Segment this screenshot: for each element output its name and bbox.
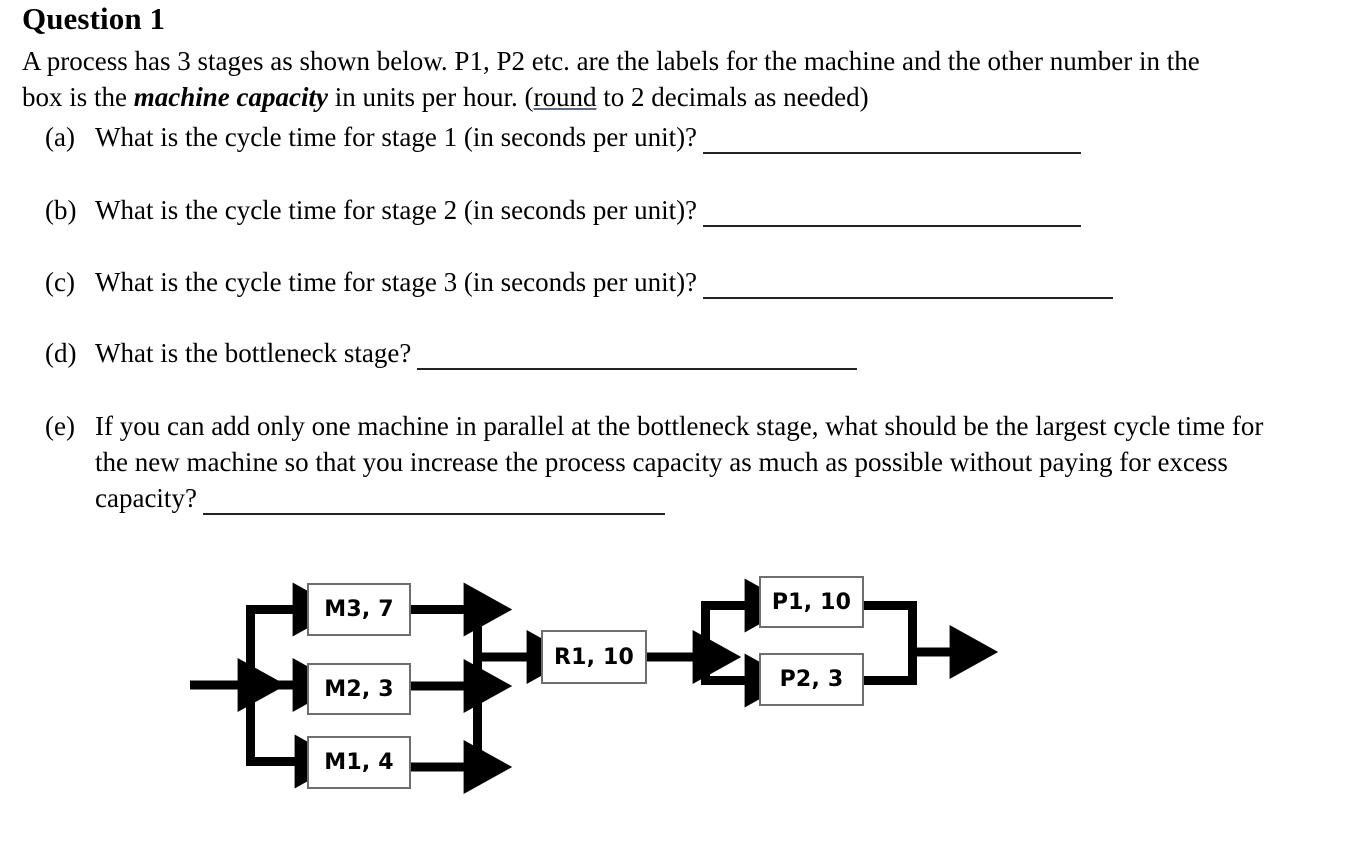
question-text-a: What is the cycle time for stage 1 (in s… (95, 122, 698, 152)
intro-text-part1: A process has 3 stages as shown below. P… (22, 46, 1200, 112)
question-item-c: (c) What is the cycle time for stage 3 (… (45, 265, 1295, 301)
machine-box-m1[interactable]: M1, 4 (307, 736, 411, 789)
answer-blank-b[interactable] (703, 205, 1082, 227)
answer-blank-d[interactable] (417, 348, 858, 370)
machine-box-p2[interactable]: P2, 3 (759, 653, 864, 706)
machine-box-r1[interactable]: R1, 10 (541, 630, 647, 684)
question-item-e: (e) If you can add only one machine in p… (45, 409, 1295, 517)
question-text-d: What is the bottleneck stage? (95, 338, 412, 368)
machine-box-p1[interactable]: P1, 10 (759, 576, 864, 628)
machine-label-m3: M3, 7 (324, 597, 394, 622)
intro-underlined-round: round (533, 81, 597, 112)
machine-label-p2: P2, 3 (779, 667, 844, 692)
question-body-b: What is the cycle time for stage 2 (in s… (95, 193, 1295, 229)
question-text-e: If you can add only one machine in paral… (95, 411, 1264, 513)
question-marker-c: (c) (45, 267, 75, 297)
question-item-d: (d) What is the bottleneck stage? (45, 336, 1295, 372)
question-body-a: What is the cycle time for stage 1 (in s… (95, 120, 1295, 156)
diagram-connectors (190, 578, 999, 794)
question-marker-d: (d) (45, 338, 77, 368)
question-body-d: What is the bottleneck stage? (95, 336, 1295, 372)
page-title: Question 1 (22, 1, 166, 36)
intro-emphasis-machine-capacity: machine capacity (133, 81, 328, 112)
question-marker-a: (a) (45, 122, 75, 152)
machine-label-m2: M2, 3 (324, 676, 394, 702)
machine-box-m3[interactable]: M3, 7 (307, 583, 411, 636)
question-marker-e: (e) (45, 411, 75, 441)
question-intro: A process has 3 stages as shown below. P… (22, 44, 1237, 116)
intro-text-part3: to 2 decimals as needed) (596, 81, 869, 112)
answer-blank-e[interactable] (202, 493, 665, 515)
question-text-b: What is the cycle time for stage 2 (in s… (95, 195, 698, 225)
intro-text-part2: in units per hour. ( (327, 81, 534, 112)
answer-blank-a[interactable] (703, 132, 1082, 154)
machine-label-p1: P1, 10 (771, 589, 852, 615)
question-item-b: (b) What is the cycle time for stage 2 (… (45, 193, 1295, 229)
question-item-a: (a) What is the cycle time for stage 1 (… (45, 120, 1295, 156)
question-marker-b: (b) (45, 195, 77, 225)
machine-label-r1: R1, 10 (553, 644, 635, 670)
question-body-e: If you can add only one machine in paral… (95, 409, 1295, 517)
question-body-c: What is the cycle time for stage 3 (in s… (95, 265, 1295, 301)
answer-blank-c[interactable] (703, 277, 1114, 299)
machine-label-m1: M1, 4 (324, 750, 394, 775)
machine-box-m2[interactable]: M2, 3 (307, 663, 411, 715)
process-flow-diagram: M3, 7 M2, 3 M1, 4 R1, 10 P1, 10 P2, 3 (0, 545, 1372, 845)
question-text-c: What is the cycle time for stage 3 (in s… (95, 267, 698, 297)
